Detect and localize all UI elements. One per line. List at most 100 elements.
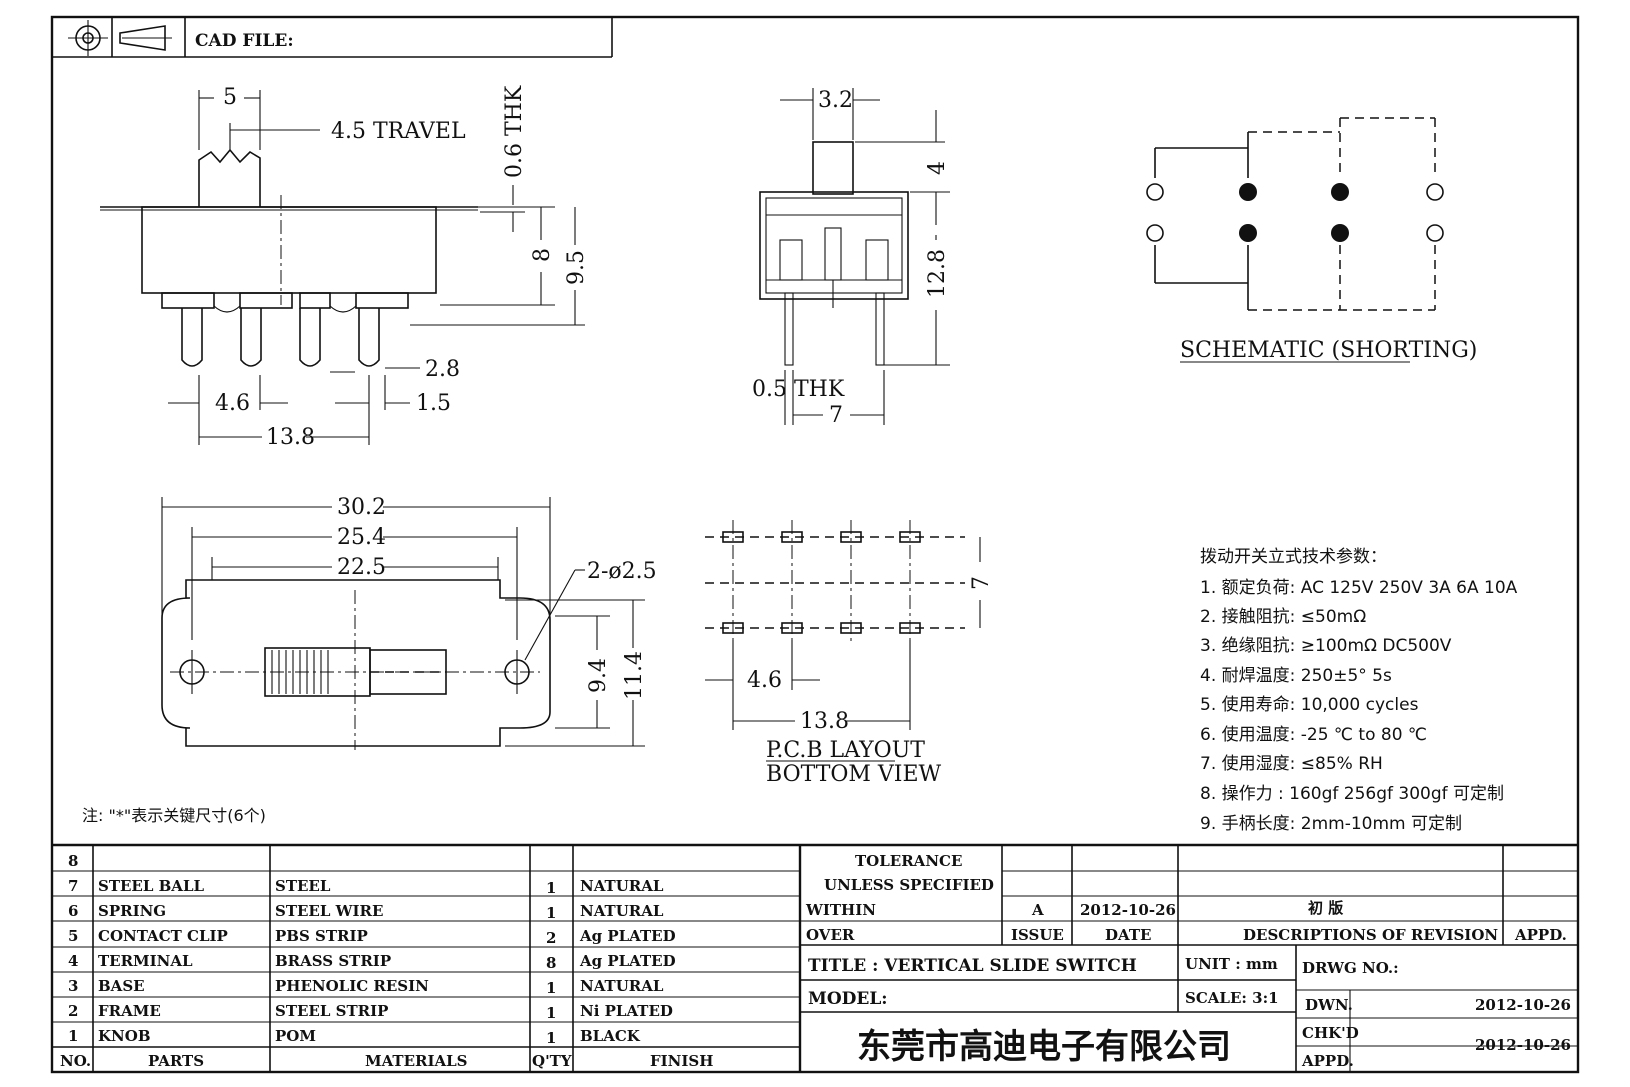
pcb-pad-icon	[899, 622, 921, 634]
pcb-dim-13-8: 13.8	[800, 709, 849, 734]
issue-label: ISSUE	[1011, 926, 1064, 944]
tolerance-line2: UNLESS SPECIFIED	[824, 876, 994, 894]
schematic-title: SCHEMATIC (SHORTING)	[1180, 338, 1477, 363]
schematic-contact-closed-icon	[1331, 183, 1349, 201]
pcb-pad-icon	[840, 531, 862, 543]
schematic-contact-closed-icon	[1239, 224, 1257, 242]
dim-11-4: 11.4	[622, 651, 647, 700]
spec-item: 5. 使用寿命: 10,000 cycles	[1200, 694, 1419, 715]
parts-table: 8 7 STEEL BALL STEEL 1 NATURAL 6 SPRING …	[52, 843, 1578, 1072]
schematic-contact-closed-icon	[1331, 224, 1349, 242]
spec-item: 6. 使用温度: -25 ℃ to 80 ℃	[1200, 724, 1427, 745]
row-finish: BLACK	[580, 1027, 641, 1045]
spec-item: 4. 耐焊温度: 250±5° 5s	[1200, 666, 1392, 686]
row-qty: 1	[546, 1004, 556, 1022]
row-part: FRAME	[98, 1002, 161, 1020]
desc-label: DESCRIPTIONS OF REVISION	[1243, 926, 1498, 944]
row-material: STEEL STRIP	[275, 1002, 388, 1020]
dim-hole: 2-ø2.5	[587, 559, 657, 584]
chkd-label: CHK'D	[1302, 1024, 1359, 1042]
schematic-contact-closed-icon	[1239, 183, 1257, 201]
header-no: NO.	[60, 1052, 91, 1070]
title-block: TOLERANCE UNLESS SPECIFIED WITHIN OVER A…	[800, 845, 1578, 1072]
model-label: MODEL:	[808, 989, 888, 1009]
row-finish: NATURAL	[580, 977, 664, 995]
knob-grip-icon	[271, 650, 329, 694]
dim-terminal-span: 13.8	[266, 425, 315, 450]
dim-height-9-5: 9.5	[564, 250, 589, 285]
dim-pin-thk: 0.5 THK	[752, 377, 845, 402]
key-dimension-note: 注: "*"表示关键尺寸(6个)	[82, 806, 266, 825]
row-no: 1	[68, 1027, 78, 1045]
spec-item: 7. 使用湿度: ≤85% RH	[1200, 753, 1383, 774]
dim-frame-thk: 0.6 THK	[502, 85, 527, 178]
dim-pin-span: 7	[829, 403, 843, 428]
projection-symbol-icon	[68, 20, 172, 56]
dim-front-height: 12.8	[925, 249, 950, 298]
row-qty: 1	[546, 979, 556, 997]
pcb-pad-icon	[781, 622, 803, 634]
pcb-layout: 7 4.6 13.8 P.C.B LAYOUT BOTTOM VIEW	[705, 520, 994, 787]
dim-front-knob-width: 3.2	[818, 88, 853, 113]
dim-25-4: 25.4	[337, 525, 386, 550]
header-parts: PARTS	[148, 1052, 204, 1070]
spec-list: 拨动开关立式技术参数： 1. 额定负荷: AC 125V 250V 3A 6A …	[1200, 547, 1518, 834]
pcb-pad-icon	[899, 531, 921, 543]
row-finish: Ag PLATED	[579, 952, 676, 970]
appd-label: APPD.	[1514, 926, 1567, 944]
row-part: CONTACT CLIP	[98, 927, 228, 945]
pcb-dim-7: 7	[969, 576, 994, 590]
unit-label: UNIT : mm	[1185, 955, 1278, 973]
dim-terminal-gap: 2.8	[425, 357, 460, 382]
row-finish: NATURAL	[580, 902, 664, 920]
row-qty: 1	[546, 879, 556, 897]
date-label: DATE	[1105, 926, 1151, 944]
row-material: STEEL	[275, 877, 331, 895]
row-no: 3	[68, 977, 78, 995]
row-material: PHENOLIC RESIN	[275, 977, 429, 995]
row-material: PBS STRIP	[275, 927, 368, 945]
row-part: SPRING	[98, 902, 166, 920]
revision-date: 2012-10-26	[1080, 901, 1176, 919]
header-finish: FINISH	[650, 1052, 713, 1070]
dim-pitch: 4.6	[215, 391, 250, 416]
dim-terminal-width: 1.5	[416, 391, 451, 416]
row-no: 4	[68, 952, 78, 970]
over-label: OVER	[806, 926, 855, 944]
dim-30-2: 30.2	[337, 495, 386, 520]
pcb-pad-icon	[840, 622, 862, 634]
schematic-contact-open-icon	[1426, 183, 1444, 201]
row-no: 5	[68, 927, 78, 945]
header-materials: MATERIALS	[365, 1052, 468, 1070]
appd2-label: APPD.	[1301, 1052, 1354, 1070]
pcb-title-line1: P.C.B LAYOUT	[766, 738, 925, 763]
top-view: 30.2 25.4 22.5 2-ø2.5 9.4 11.4	[161, 495, 657, 750]
pcb-pad-icon	[722, 622, 744, 634]
row-qty: 8	[546, 954, 556, 972]
dim-front-knob-height: 4	[925, 161, 950, 175]
spec-item: 2. 接触阻抗: ≤50mΩ	[1200, 607, 1366, 627]
row-finish: Ag PLATED	[579, 927, 676, 945]
drawing-title: TITLE : VERTICAL SLIDE SWITCH	[808, 956, 1137, 976]
dim-knob-width: 5	[223, 85, 237, 110]
spec-item: 3. 绝缘阻抗: ≥100mΩ DC500V	[1200, 636, 1452, 656]
row-finish: Ni PLATED	[580, 1002, 673, 1020]
row-no: 8	[68, 852, 78, 870]
row-qty: 2	[546, 929, 556, 947]
dwn-label: DWN.	[1305, 996, 1353, 1014]
schematic: SCHEMATIC (SHORTING)	[1146, 117, 1477, 363]
spec-item: 1. 额定负荷: AC 125V 250V 3A 6A 10A	[1200, 578, 1518, 598]
pcb-title-line2: BOTTOM VIEW	[766, 762, 942, 787]
row-part: KNOB	[98, 1027, 151, 1045]
row-material: POM	[275, 1027, 316, 1045]
tolerance-line1: TOLERANCE	[855, 852, 962, 870]
front-view: 3.2 4 12.8 0.5 THK 7	[752, 88, 950, 428]
dim-9-4: 9.4	[586, 658, 611, 693]
row-qty: 1	[546, 1029, 556, 1047]
revision-desc: 初 版	[1308, 899, 1343, 917]
row-part: BASE	[98, 977, 145, 995]
row-no: 2	[68, 1002, 78, 1020]
chkd-date: 2012-10-26	[1475, 1036, 1571, 1054]
revision-issue: A	[1031, 901, 1044, 919]
